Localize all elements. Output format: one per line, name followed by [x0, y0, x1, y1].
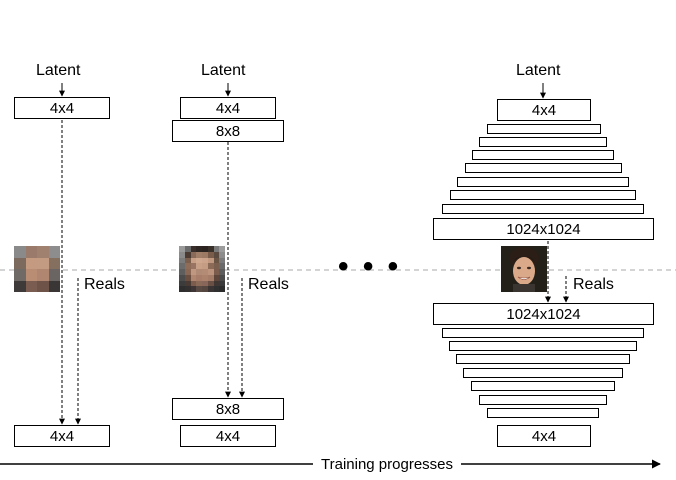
discriminator-block-4x4: 4x4: [180, 425, 276, 447]
pixelated-face-image: [179, 246, 225, 292]
discriminator-layer: [449, 341, 637, 351]
generator-block-4x4: 4x4: [497, 99, 591, 121]
generator-block-4x4: 4x4: [14, 97, 110, 119]
generator-layer: [442, 204, 644, 214]
reals-label-3: Reals: [573, 276, 614, 293]
discriminator-block-4x4: 4x4: [14, 425, 110, 447]
latent-label-3: Latent: [516, 62, 561, 79]
pixelated-face-image: [14, 246, 60, 292]
generator-block-4x4: 4x4: [180, 97, 276, 119]
discriminator-layer: [471, 381, 615, 391]
discriminator-layer: [456, 354, 630, 364]
generator-layer: [465, 163, 622, 173]
face-photo-image: [501, 246, 547, 292]
generator-layer: [457, 177, 629, 187]
discriminator-block-4x4: 4x4: [497, 425, 591, 447]
reals-label-1: Reals: [84, 276, 125, 293]
discriminator-block-8x8: 8x8: [172, 398, 284, 420]
ellipsis: • • •: [338, 250, 402, 283]
discriminator-layer: [479, 395, 607, 405]
latent-label-1: Latent: [36, 62, 81, 79]
generator-block-1024x1024: 1024x1024: [433, 218, 654, 240]
reals-label-2: Reals: [248, 276, 289, 293]
generator-layer: [450, 190, 636, 200]
generator-block-8x8: 8x8: [172, 120, 284, 142]
generator-layer: [479, 137, 607, 147]
discriminator-layer: [487, 408, 599, 418]
timeline-label: Training progresses: [313, 457, 462, 472]
latent-label-2: Latent: [201, 62, 246, 79]
discriminator-block-1024x1024: 1024x1024: [433, 303, 654, 325]
generator-layer: [487, 124, 601, 134]
discriminator-layer: [463, 368, 623, 378]
generator-layer: [472, 150, 614, 160]
discriminator-layer: [442, 328, 644, 338]
